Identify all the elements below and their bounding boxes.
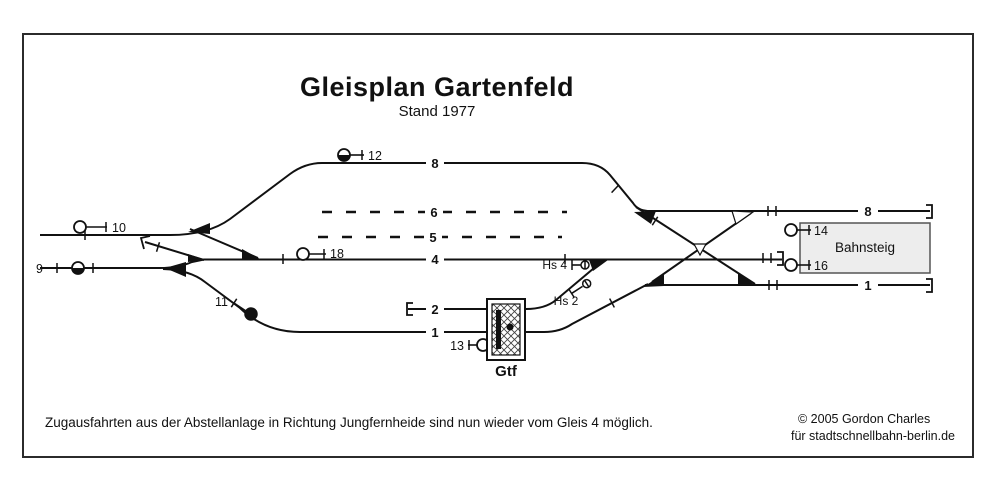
track-label-8-right: 8 xyxy=(864,204,871,219)
crossing-frog xyxy=(692,243,708,257)
switch-track8-merge xyxy=(731,210,755,225)
track-number-labels: 8 6 5 4 2 1 8 1 xyxy=(424,155,878,340)
signal-hs4: Hs 4 xyxy=(542,258,590,272)
label-halo xyxy=(858,277,878,292)
switch-symbols xyxy=(165,210,756,287)
signal-14: 14 xyxy=(784,223,828,238)
platform: Bahnsteig xyxy=(799,222,931,274)
label-halo xyxy=(858,203,878,218)
signal-label: 9 xyxy=(36,262,43,276)
copyright-line1: © 2005 Gordon Charles xyxy=(798,412,930,426)
signalbox-bar xyxy=(496,310,501,349)
signal-11: 11 xyxy=(215,295,258,321)
signal-label: 14 xyxy=(814,224,828,238)
label-halo xyxy=(426,324,444,339)
switch-track1-split xyxy=(643,274,664,287)
signal-hs2: Hs 2 xyxy=(554,278,592,308)
signal-9: 9 xyxy=(36,261,85,276)
signal-label: 18 xyxy=(330,247,344,261)
label-halo xyxy=(424,229,442,244)
track-end-markers xyxy=(139,204,933,316)
page-title: Gleisplan Gartenfeld xyxy=(300,72,574,102)
track-label-1: 1 xyxy=(431,325,438,340)
platform-label: Bahnsteig xyxy=(835,240,895,255)
label-halo xyxy=(426,251,444,266)
track-label-8: 8 xyxy=(431,156,438,171)
switch-track4-join xyxy=(242,249,260,259)
label-halo xyxy=(425,204,443,219)
note-text: Zugausfahrten aus der Abstellanlage in R… xyxy=(45,415,653,430)
signal-label: Hs 4 xyxy=(542,258,567,272)
end-marker-track4 xyxy=(777,251,784,266)
signal-label: 12 xyxy=(368,149,382,163)
signal-lamp-half xyxy=(338,155,350,161)
signals-layer: 10 9 12 18 11 xyxy=(36,148,828,353)
signal-mast xyxy=(571,285,583,295)
joint-tick xyxy=(608,298,616,308)
signal-lamp-icon xyxy=(784,223,798,237)
yard-label: Gtf xyxy=(495,363,518,380)
signalbox-dot xyxy=(506,323,514,331)
track-label-6: 6 xyxy=(430,205,437,220)
signal-lamp-icon xyxy=(244,307,258,321)
signal-12: 12 xyxy=(337,148,382,163)
joint-tick xyxy=(651,216,659,226)
signal-label: Hs 2 xyxy=(554,294,579,308)
signal-mast xyxy=(233,302,247,312)
track-label-5: 5 xyxy=(429,230,436,245)
label-halo xyxy=(426,155,444,170)
signal-lamp-icon xyxy=(73,220,87,234)
signal-base-tick xyxy=(230,298,238,308)
track-label-4: 4 xyxy=(431,252,439,267)
track-label-2: 2 xyxy=(431,302,438,317)
track-1-line xyxy=(162,268,649,333)
label-halo xyxy=(426,301,444,316)
end-marker-track1 xyxy=(926,278,933,293)
signal-lamp-icon xyxy=(296,247,310,261)
signal-lamp-icon xyxy=(784,258,798,272)
dwarf-signal-bar xyxy=(583,279,590,288)
platform-box xyxy=(799,222,931,274)
switch-left-lower xyxy=(165,262,186,277)
page-subtitle: Stand 1977 xyxy=(399,103,476,120)
switch-left-upper xyxy=(188,223,210,234)
end-marker-track2 xyxy=(406,302,413,316)
copyright-line2: für stadtschnellbahn-berlin.de xyxy=(791,429,955,443)
gtf-signalbox: Gtf xyxy=(486,298,526,380)
switch-track4-start xyxy=(188,254,206,262)
signal-18: 18 xyxy=(296,247,344,261)
signal-label: 10 xyxy=(112,221,126,235)
signal-10: 10 xyxy=(73,220,126,235)
dwarf-signal-icon xyxy=(568,278,592,299)
signal-lamp-half xyxy=(72,268,84,274)
switch-track8-split xyxy=(634,211,656,224)
end-marker-stub xyxy=(139,235,151,250)
signal-label: 11 xyxy=(215,295,228,309)
joint-tick xyxy=(155,241,161,253)
signal-label: 13 xyxy=(450,339,464,353)
switch-track2-track4 xyxy=(589,260,608,271)
end-marker-track8 xyxy=(926,204,933,219)
joint-tick xyxy=(611,184,619,194)
track-label-1-right: 1 xyxy=(864,278,871,293)
switch-track1-merge xyxy=(738,273,756,286)
signal-label: 16 xyxy=(814,259,828,273)
signal-16: 16 xyxy=(784,258,828,273)
